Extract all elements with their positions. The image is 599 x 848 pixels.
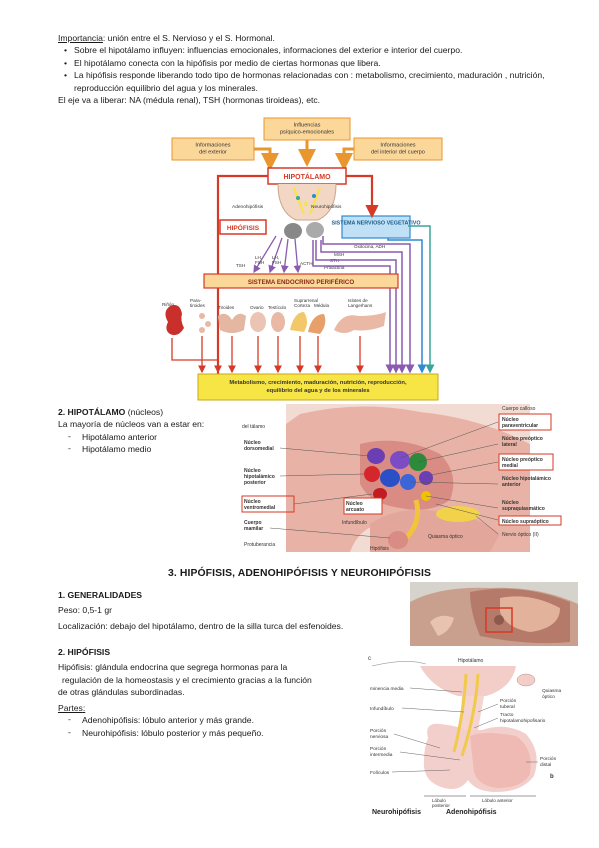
head-pituitary-photo xyxy=(410,582,578,646)
pituitary-diagram: c Hipotálamo minencia media Quiasmaóptic… xyxy=(366,652,574,816)
label-tract: Tractohipotalamohipofisario xyxy=(500,712,546,724)
organ-testicle xyxy=(271,312,285,332)
label-nervous: Porciónnerviosa xyxy=(370,728,388,740)
label-chiasm: Quiasmaóptico xyxy=(542,688,562,700)
bullet-item: El hipotálamo conecta con la hipófisis p… xyxy=(58,57,578,69)
letter-b: b xyxy=(550,774,554,780)
importance-text: : unión entre el S. Nervioso y el S. Hor… xyxy=(103,33,275,43)
location-line: Localización: debajo del hipotálamo, den… xyxy=(58,620,418,632)
label-follicles: Folículos xyxy=(370,770,390,776)
hypothalamus-box: HIPOTÁLAMO xyxy=(283,172,331,181)
label-eminence: minencia media xyxy=(370,686,404,692)
generalities-section: 1. GENERALIDADES Peso: 0,5-1 gr Localiza… xyxy=(58,589,418,632)
label-posterior-lobe: Lóbuloposterior xyxy=(432,798,450,808)
definition-line-1: Hipófisis: glándula endocrina que segreg… xyxy=(58,661,358,673)
organ-label-medulla: Médula xyxy=(314,303,330,308)
tsh-label: TSH xyxy=(236,263,245,268)
list-item: Neurohipófisis: lóbulo posterior y más p… xyxy=(58,727,358,739)
parts-label: Partes: xyxy=(58,702,358,714)
hypophysis-box: HIPÓFISIS xyxy=(227,223,260,232)
label-mamillary: Cuerpomamilar xyxy=(244,520,263,532)
list-item: Adenohipófisis: lóbulo anterior y más gr… xyxy=(58,714,358,726)
bullet-item: Sobre el hipotálamo influyen: influencia… xyxy=(58,44,578,56)
section2-intro: La mayoría de núcleos van a estar en: xyxy=(58,418,248,430)
hypothalamic-nuclei-diagram: del tálamo Núcleodorsomedial Núcleohipot… xyxy=(240,404,570,552)
label-thalamus: del tálamo xyxy=(242,424,265,430)
svn-box: SISTEMA NERVIOSO VEGETATIVO xyxy=(331,221,420,227)
organ-label-islets: Islotes deLangerhans xyxy=(348,298,373,308)
adenohypophysis-label: Adenohipófisis xyxy=(232,204,264,210)
label-hypothalamus: Hipotálamo xyxy=(458,658,484,664)
label-chiasm: Quiasma óptico xyxy=(428,534,463,540)
letter-c: c xyxy=(368,656,371,662)
label-protuberance: Protuberancia xyxy=(244,542,275,548)
label-infundibulum: Infundíbulo xyxy=(342,520,367,526)
section2-list: Hipotálamo anterior Hipotálamo medio xyxy=(58,431,248,456)
weight-line: Peso: 0,5-1 gr xyxy=(58,604,418,616)
peripheral-system-box: SISTEMA ENDOCRINO PERIFÉRICO xyxy=(248,278,355,286)
endocrine-axis-diagram: Influenciaspsíquico-emocionales Informac… xyxy=(158,116,454,408)
neurohypophysis-label: Neurohipófisis xyxy=(311,204,342,210)
organ-kidney xyxy=(165,305,184,335)
organ-adrenal-medulla xyxy=(308,314,325,334)
definition-line-2: regulación de la homeostasis y el crecim… xyxy=(58,674,358,686)
label-ventromedial: Núcleoventromedial xyxy=(244,499,276,511)
acth-label: ACTH xyxy=(300,261,313,266)
label-anterior-lobe: Lóbulo anterior xyxy=(482,798,513,803)
label-intermediate: Porciónintermedia xyxy=(370,746,393,758)
organ-label-kidney: Riñón xyxy=(162,302,174,307)
intro-section: Importancia: unión entre el S. Nervioso … xyxy=(58,32,578,107)
label-dorsomedial: Núcleodorsomedial xyxy=(244,440,274,452)
label-distal: Porcióndistal xyxy=(540,756,557,768)
hypophysis-title: 2. HIPÓFISIS xyxy=(58,646,358,658)
importance-line: Importancia: unión entre el S. Nervioso … xyxy=(58,32,578,44)
organ-parathyroid xyxy=(199,313,211,333)
organ-label-testicle: Testículo xyxy=(268,305,287,310)
label-posterior: Núcleohipotalámicoposterior xyxy=(244,468,275,486)
label-neurohypophysis: Neurohipófisis xyxy=(372,809,421,816)
label-adenohypophysis: Adenohipófisis xyxy=(446,809,497,816)
organ-pancreas xyxy=(334,312,386,333)
bullet-item: La hipófisis responde liberando todo tip… xyxy=(58,69,578,94)
organ-label-parathyroid: Para-tiroides xyxy=(190,298,206,308)
hypophysis-section: 2. HIPÓFISIS Hipófisis: glándula endocri… xyxy=(58,646,358,739)
importance-label: Importancia xyxy=(58,33,103,43)
label-infundibulum: Infundíbulo xyxy=(370,706,394,712)
organ-ovary xyxy=(250,312,266,332)
list-item: Hipotálamo anterior xyxy=(58,431,248,443)
organ-label-thyroid: Tiroides xyxy=(218,305,235,310)
organ-thyroid xyxy=(218,314,246,333)
generalities-title: 1. GENERALIDADES xyxy=(58,589,418,601)
organ-label-ovary: Ovario xyxy=(250,305,264,310)
intro-bullets: Sobre el hipotálamo influyen: influencia… xyxy=(58,44,578,94)
organ-adrenal-cortex xyxy=(290,312,307,332)
label-arcuate: Núcleoarcuato xyxy=(346,501,364,513)
parts-list: Adenohipófisis: lóbulo anterior y más gr… xyxy=(58,714,358,739)
axis-line: El eje va a liberar: NA (médula renal), … xyxy=(58,94,578,106)
lh-label-2: LH,FSH xyxy=(272,255,281,265)
label-optic-nerve: Nervio óptico (II) xyxy=(502,532,539,538)
section2-title: 2. HIPOTÁLAMO (núcleos) xyxy=(58,406,248,418)
section-hypothalamus: 2. HIPOTÁLAMO (núcleos) La mayoría de nú… xyxy=(58,406,248,456)
definition-line-3: de otras glándulas subordinadas. xyxy=(58,686,358,698)
label-tuberal: Porcióntuberal xyxy=(500,698,517,710)
list-item: Hipotálamo medio xyxy=(58,443,248,455)
label-callosum: Cuerpo calloso xyxy=(502,406,536,412)
section3-title: 3. HIPÓFISIS, ADENOHIPÓFISIS Y NEUROHIPÓ… xyxy=(168,566,431,581)
label-hypophysis: Hipófisis xyxy=(370,546,389,552)
label-supraoptic: Núcleo supraóptico xyxy=(502,519,549,525)
box-exterior: Informacionesdel exterior xyxy=(195,143,230,156)
